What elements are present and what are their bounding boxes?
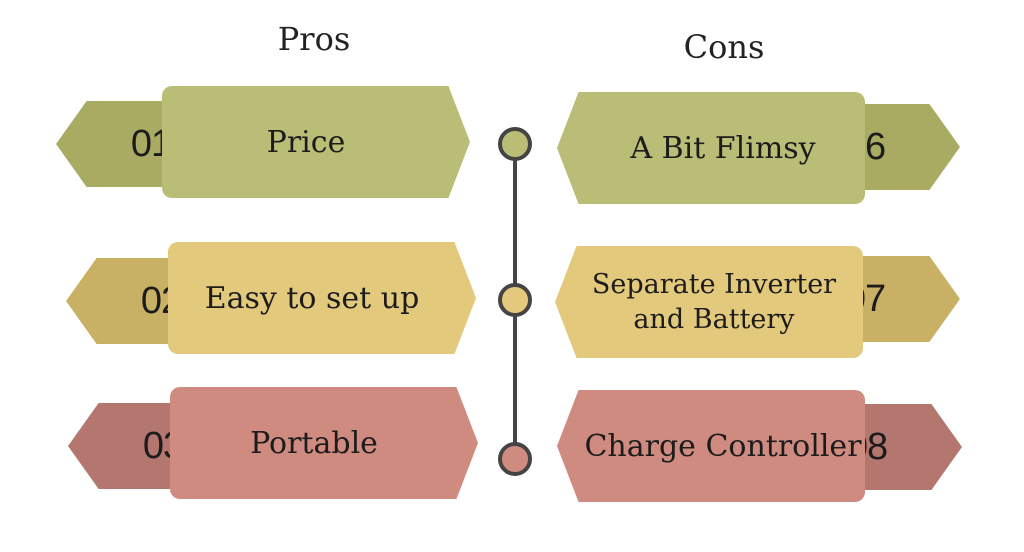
cons-heading: Cons xyxy=(683,28,765,66)
timeline-node xyxy=(498,442,532,476)
pro-item-label: Easy to set up xyxy=(168,242,476,354)
pros-heading: Pros xyxy=(277,20,351,58)
pro-item-label: Price xyxy=(162,86,470,198)
con-item-label: A Bit Flimsy xyxy=(557,92,865,204)
timeline-node xyxy=(498,283,532,317)
con-item-label: Charge Controller xyxy=(557,390,865,502)
timeline-node xyxy=(498,127,532,161)
con-item-label: Separate Inverter and Battery xyxy=(555,246,863,358)
pro-item-label: Portable xyxy=(170,387,478,499)
